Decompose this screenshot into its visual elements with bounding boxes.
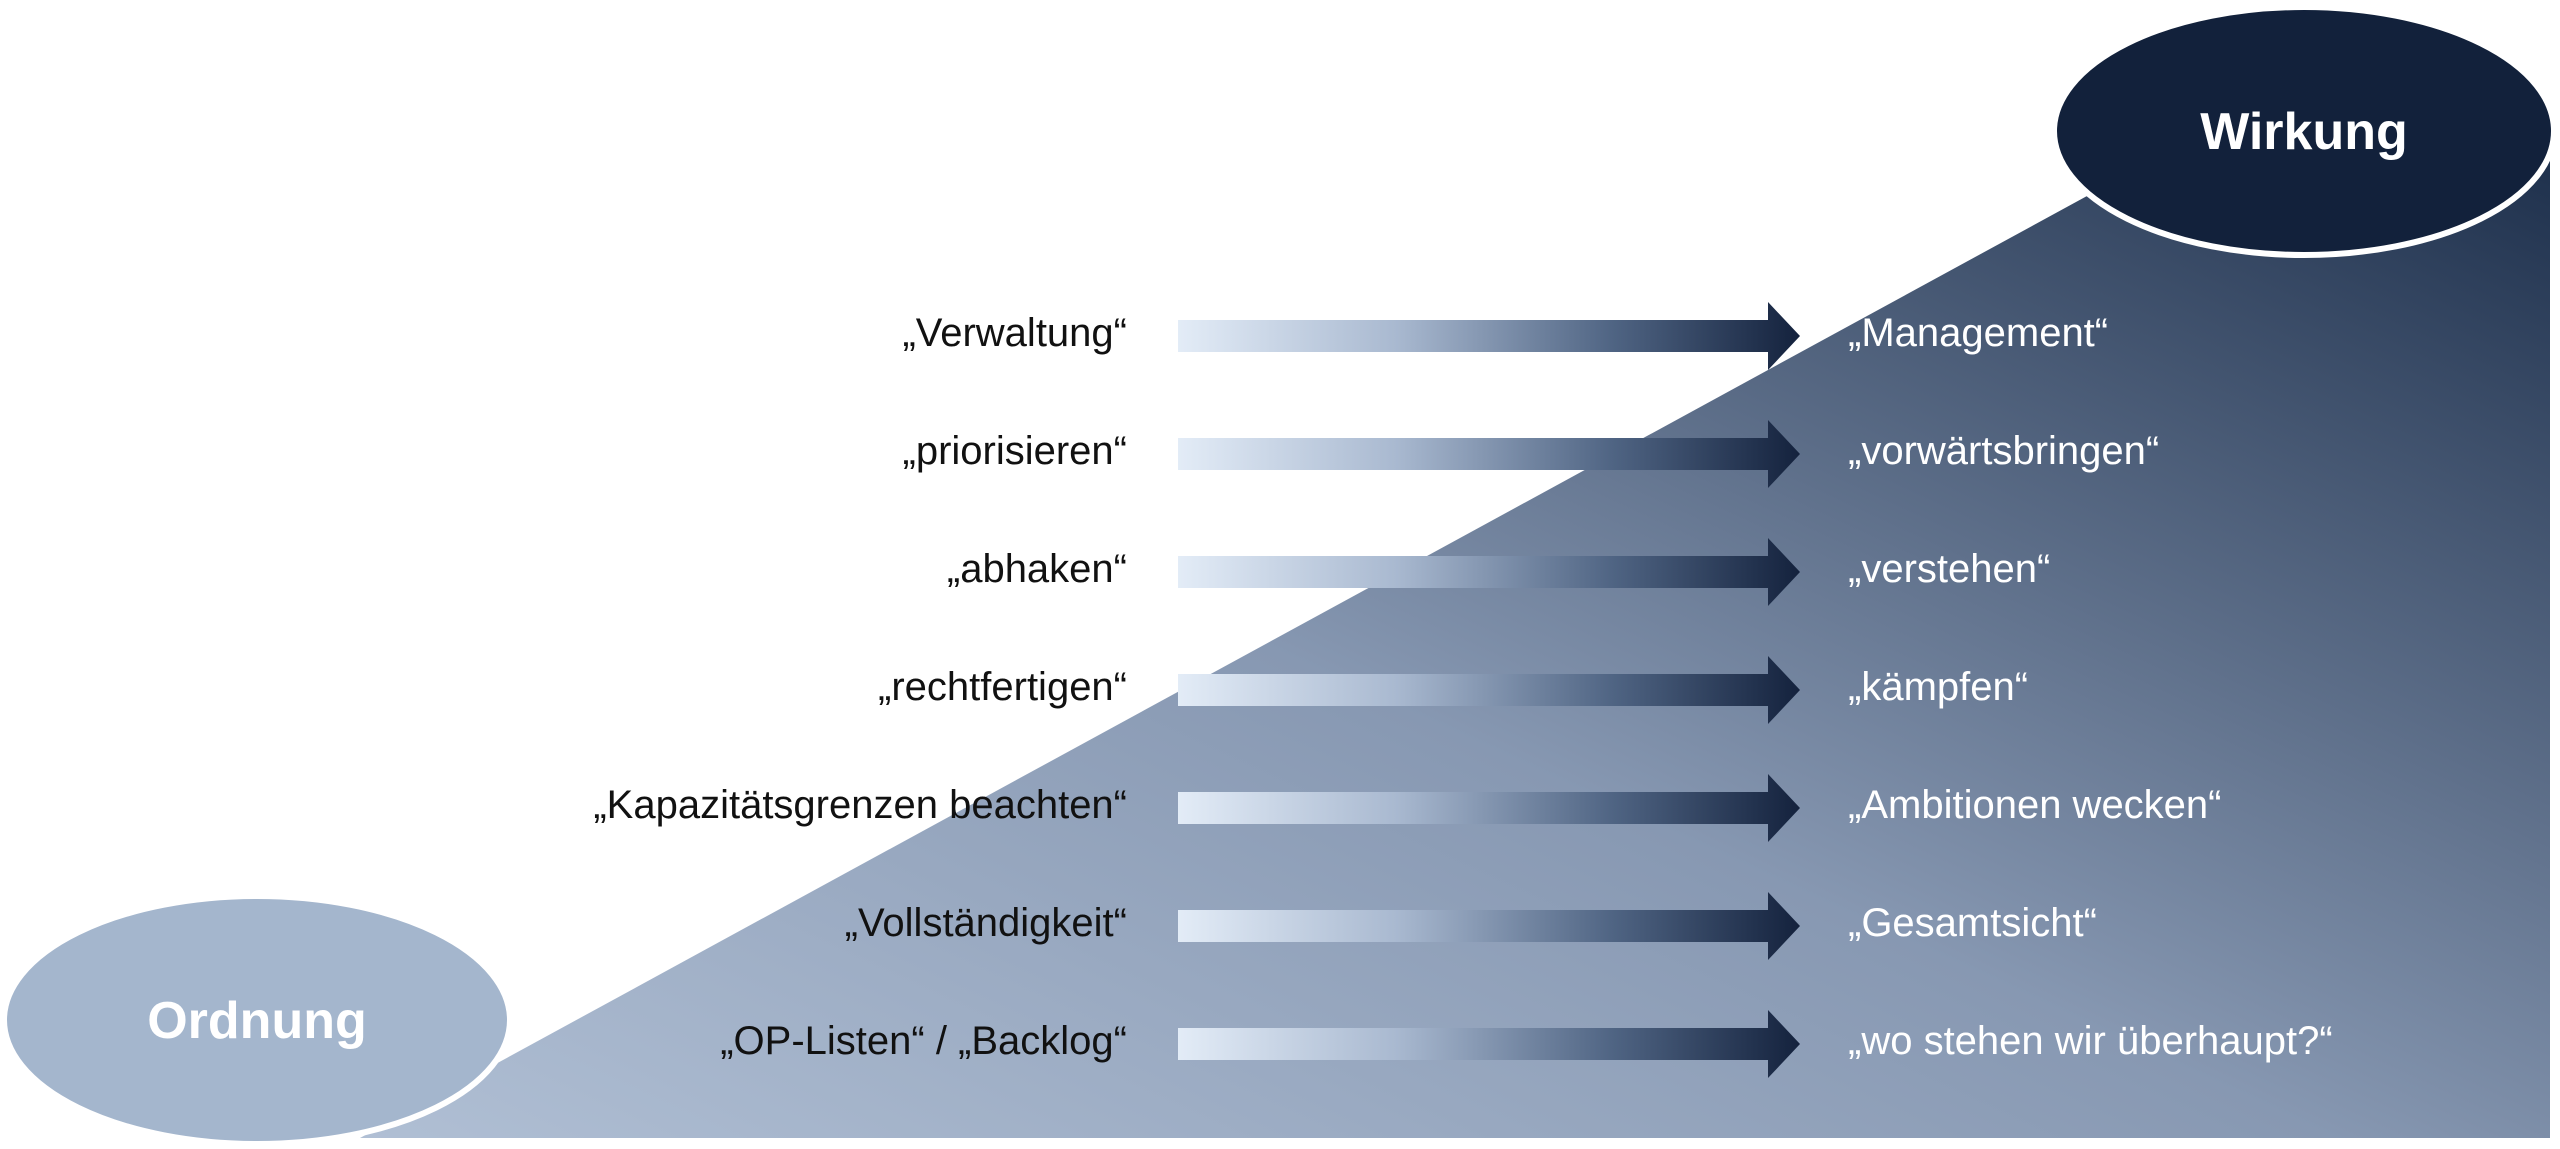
transformation-arrow xyxy=(1178,302,1800,370)
transformation-arrow xyxy=(1178,656,1800,724)
old-term: „OP-Listen“ / „Backlog“ xyxy=(720,1019,1127,1063)
new-term: „Gesamtsicht“ xyxy=(1848,901,2097,945)
transformation-arrow xyxy=(1178,1010,1800,1078)
start-ellipse xyxy=(1,893,513,1147)
new-term: „verstehen“ xyxy=(1848,547,2050,591)
end-ellipse xyxy=(2051,4,2557,258)
new-term: „Management“ xyxy=(1848,311,2108,355)
old-term: „Verwaltung“ xyxy=(902,311,1127,355)
old-term: „priorisieren“ xyxy=(903,429,1128,473)
transformation-arrow xyxy=(1178,538,1800,606)
new-term: „Ambitionen wecken“ xyxy=(1848,783,2222,827)
old-term: „rechtfertigen“ xyxy=(878,665,1127,709)
new-term: „vorwärtsbringen“ xyxy=(1848,429,2159,473)
transformation-arrow xyxy=(1178,892,1800,960)
transformation-rows: „Verwaltung“ „Management“ „priorisieren“… xyxy=(593,302,2333,1078)
transformation-row: „OP-Listen“ / „Backlog“ „wo stehen wir ü… xyxy=(720,1010,2333,1078)
transformation-arrow xyxy=(1178,420,1800,488)
new-term: „kämpfen“ xyxy=(1848,665,2028,709)
transformation-arrow xyxy=(1178,774,1800,842)
transformation-row: „Vollständigkeit“ „Gesamtsicht“ xyxy=(845,892,2097,960)
new-term: „wo stehen wir überhaupt?“ xyxy=(1848,1019,2333,1063)
old-term: „abhaken“ xyxy=(947,547,1127,591)
progression-ramp xyxy=(360,130,2550,1138)
transformation-row: „abhaken“ „verstehen“ xyxy=(947,538,2050,606)
end-label: Wirkung xyxy=(2200,103,2408,161)
old-term: „Kapazitätsgrenzen beachten“ xyxy=(593,783,1127,827)
transformation-row: „rechtfertigen“ „kämpfen“ xyxy=(878,656,2028,724)
transformation-row: „priorisieren“ „vorwärtsbringen“ xyxy=(903,420,2159,488)
old-term: „Vollständigkeit“ xyxy=(845,901,1127,945)
start-label: Ordnung xyxy=(147,992,367,1050)
transformation-row: „Verwaltung“ „Management“ xyxy=(902,302,2108,370)
transformation-row: „Kapazitätsgrenzen beachten“ „Ambitionen… xyxy=(593,774,2222,842)
